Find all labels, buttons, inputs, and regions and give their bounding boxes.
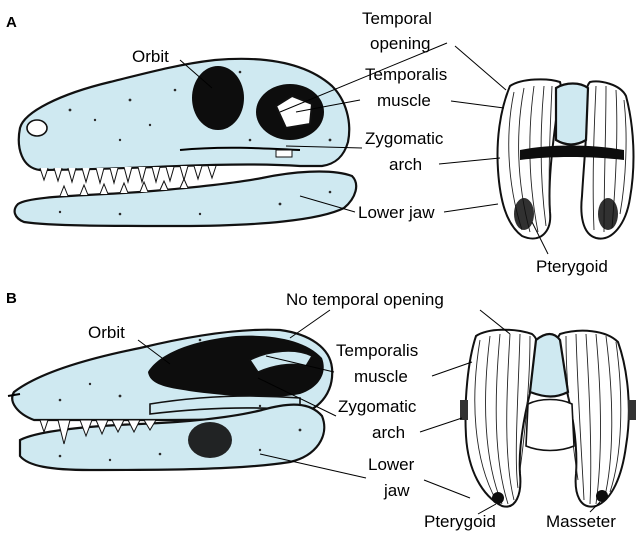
panel-b: B	[6, 290, 636, 531]
reptile-lower-jaw	[15, 172, 357, 226]
label-temporal-opening-line1: Temporal	[362, 9, 432, 28]
reptile-orbit	[192, 66, 244, 130]
label-temporal-opening-line2: opening	[370, 34, 431, 53]
label-temporalis-b-line2: muscle	[354, 367, 408, 386]
mammal-top-central-opening	[526, 400, 574, 451]
label-zygomatic-b-line1: Zygomatic	[338, 397, 417, 416]
mammal-top-right-nub	[628, 400, 636, 420]
mammal-jaw-process	[188, 422, 232, 458]
label-pterygoid-b: Pterygoid	[424, 512, 496, 531]
label-temporalis-b-line1: Temporalis	[336, 341, 418, 360]
label-temporalis-a-line2: muscle	[377, 91, 431, 110]
label-pterygoid-a: Pterygoid	[536, 257, 608, 276]
label-masseter-b: Masseter	[546, 512, 616, 531]
label-orbit-b: Orbit	[88, 323, 125, 342]
mammal-skull-top-view	[460, 330, 636, 507]
mammal-top-left-nub	[460, 400, 468, 420]
reptile-skull-side-view	[15, 59, 357, 226]
label-zygomatic-b-line2: arch	[372, 423, 405, 442]
reptile-top-pterygoid-right	[598, 198, 618, 230]
label-lower-jaw-b-line2: jaw	[383, 481, 410, 500]
label-no-temporal-opening: No temporal opening	[286, 290, 444, 309]
mammal-top-pterygoid-marker	[492, 492, 504, 504]
label-zygomatic-a-line2: arch	[389, 155, 422, 174]
reptile-top-pterygoid-left	[514, 198, 534, 230]
label-lower-jaw-a: Lower jaw	[358, 203, 435, 222]
reptile-arch-notch	[276, 150, 292, 157]
reptile-nostril	[27, 120, 47, 136]
mammal-skull-side-view	[8, 330, 332, 470]
panel-a-letter: A	[6, 14, 17, 31]
label-temporalis-a-line1: Temporalis	[365, 65, 447, 84]
reptile-top-cranium	[556, 84, 588, 145]
label-zygomatic-a-line1: Zygomatic	[365, 129, 444, 148]
panel-b-letter: B	[6, 290, 17, 307]
panel-a: A	[6, 9, 633, 276]
mammal-top-masseter-marker	[596, 490, 608, 502]
reptile-skull-top-view	[498, 79, 634, 238]
label-lower-jaw-b-line1: Lower	[368, 455, 415, 474]
label-orbit-a: Orbit	[132, 47, 169, 66]
